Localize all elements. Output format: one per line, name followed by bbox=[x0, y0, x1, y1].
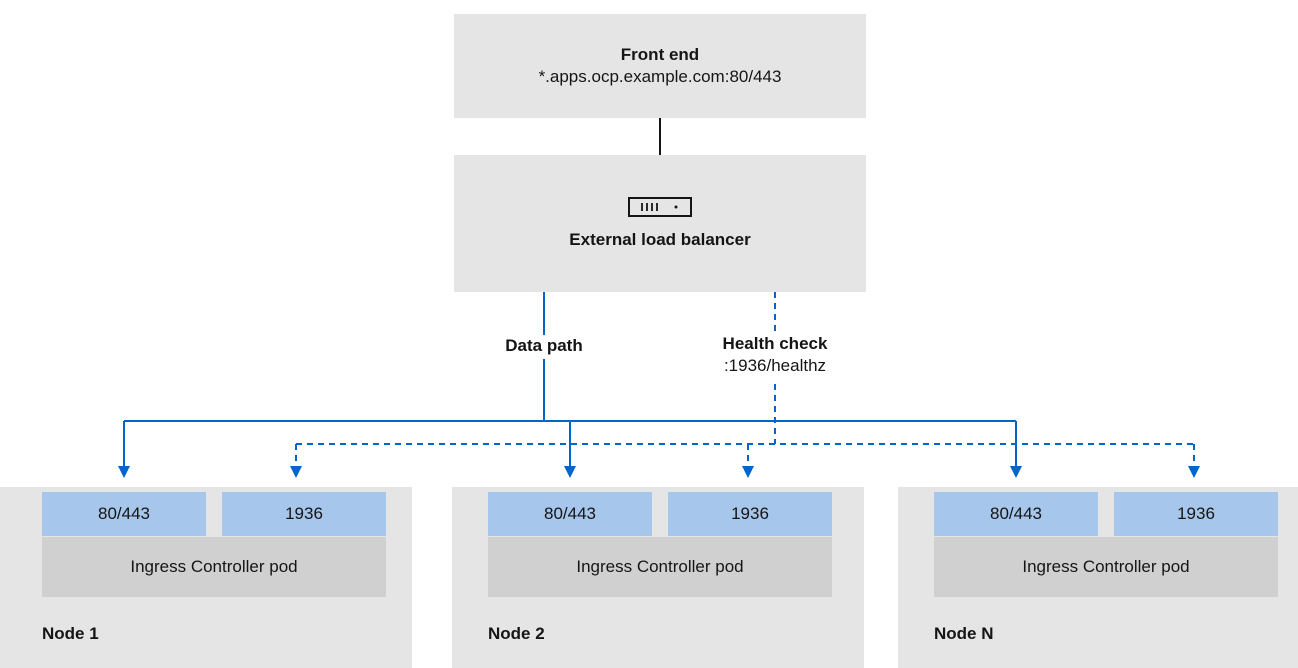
health-check-endpoint: :1936/healthz bbox=[723, 356, 827, 375]
node-1-label: Node 1 bbox=[42, 624, 99, 643]
health-check-label: Health check :1936/healthz bbox=[700, 333, 850, 383]
data-path-label: Data path bbox=[488, 335, 600, 359]
data-path-lines bbox=[118, 292, 1022, 478]
front-end-box: Front end *.apps.ocp.example.com:80/443 bbox=[454, 14, 866, 118]
node-n-port-health: 1936 bbox=[1114, 492, 1278, 536]
load-balancer-box: External load balancer bbox=[454, 155, 866, 292]
health-check-lines bbox=[290, 292, 1200, 478]
node-n-port-traffic: 80/443 bbox=[934, 492, 1098, 536]
front-end-address: *.apps.ocp.example.com:80/443 bbox=[538, 67, 782, 86]
node-1-ingress-pod: Ingress Controller pod bbox=[42, 537, 386, 597]
node-2-port-health: 1936 bbox=[668, 492, 832, 536]
front-end-title: Front end bbox=[620, 45, 700, 64]
health-check-title: Health check bbox=[722, 334, 828, 353]
node-2-label: Node 2 bbox=[488, 624, 545, 643]
load-balancer-icon bbox=[628, 196, 692, 217]
node-n-ingress-pod: Ingress Controller pod bbox=[934, 537, 1278, 597]
node-n-label: Node N bbox=[934, 624, 994, 643]
node-1-port-traffic: 80/443 bbox=[42, 492, 206, 536]
node-1-port-health: 1936 bbox=[222, 492, 386, 536]
node-2-port-traffic: 80/443 bbox=[488, 492, 652, 536]
load-balancer-label: External load balancer bbox=[569, 229, 751, 249]
node-2-ingress-pod: Ingress Controller pod bbox=[488, 537, 832, 597]
data-path-text: Data path bbox=[505, 336, 583, 355]
